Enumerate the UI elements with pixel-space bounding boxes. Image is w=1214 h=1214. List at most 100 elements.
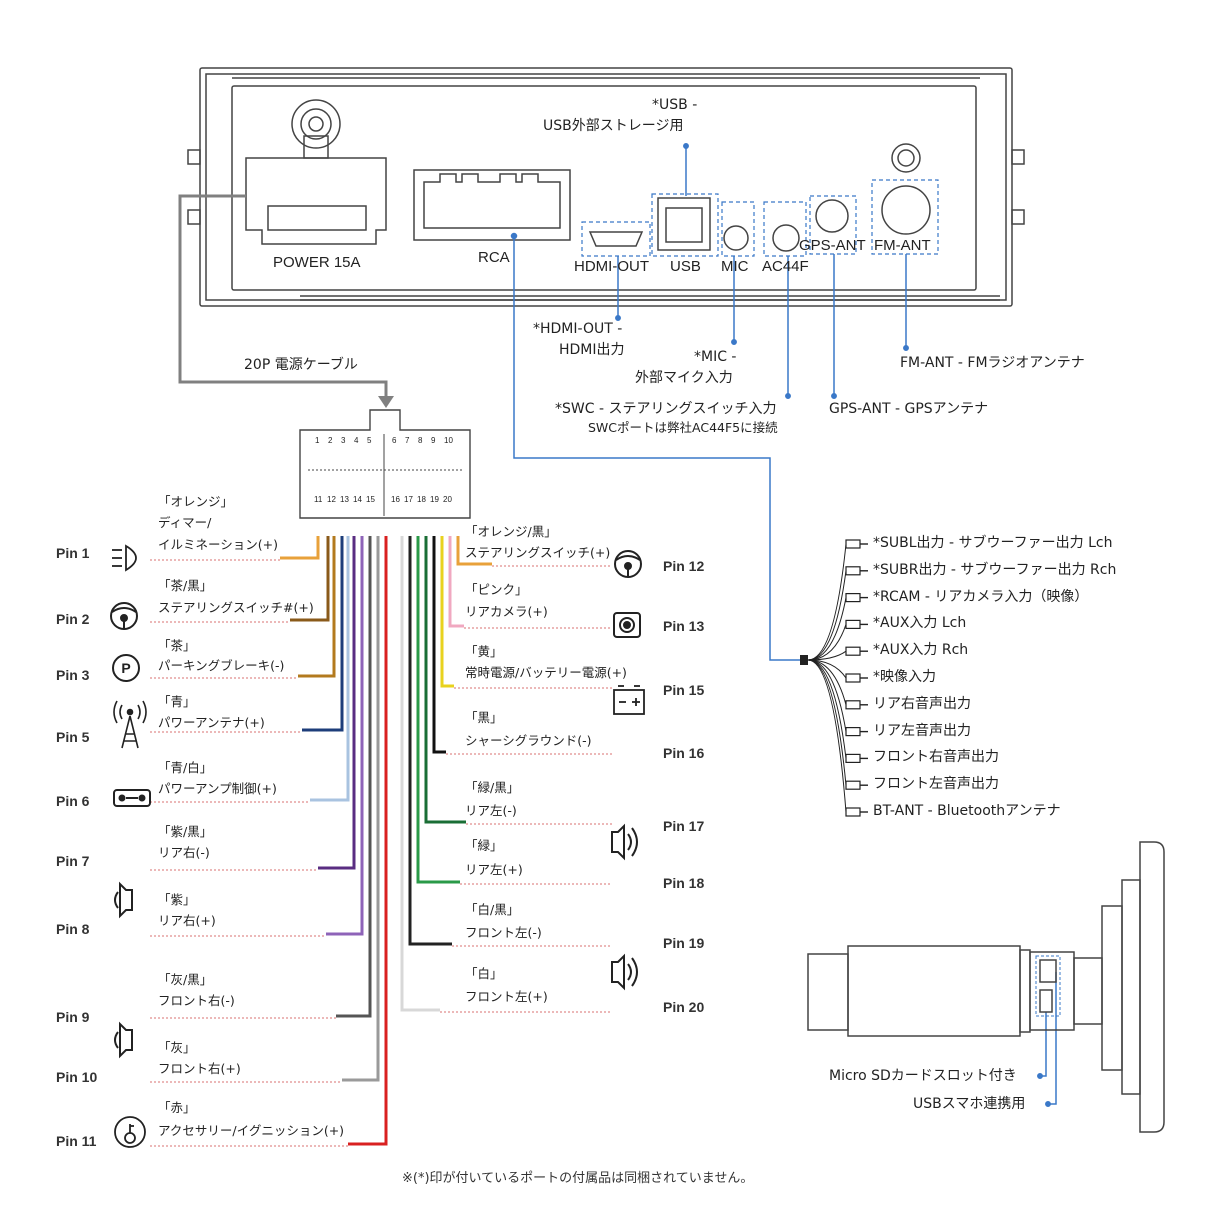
rca-lead: [807, 543, 847, 661]
wire-function-label: パーキングブレーキ(-): [158, 658, 285, 673]
steering-wheel-icon: [614, 550, 642, 578]
rca-output-label: BT-ANT - Bluetoothアンテナ: [873, 803, 1061, 819]
rca-lead: [807, 659, 847, 705]
wire-color-label: 「赤」: [158, 1100, 196, 1115]
wire-color-label: 「灰/黒」: [158, 972, 213, 987]
wire-function-label: フロント左(+): [465, 989, 548, 1004]
wire-function-label: フロント右(-): [158, 993, 235, 1008]
rca-plug: [845, 592, 861, 603]
antenna-icon: [113, 700, 147, 749]
rca-output-label: フロント右音声出力: [873, 749, 999, 766]
rca-plug: [845, 673, 861, 683]
pin-number: Pin 18: [663, 875, 705, 891]
pin-number: Pin 10: [56, 1069, 98, 1085]
rca-output-label: リア左音声出力: [873, 722, 971, 739]
rca-output-label: *AUX入力 Rch: [873, 642, 969, 659]
pin-number: Pin 7: [56, 853, 90, 869]
wire-color-label: 「紫/黒」: [158, 824, 213, 839]
connector-pin-19: 19: [430, 495, 439, 504]
wire-function-label: フロント右(+): [158, 1061, 241, 1076]
pin-number: Pin 8: [56, 921, 90, 937]
wire-color-label: 「ピンク」: [465, 582, 528, 597]
head-unit: [187, 67, 1025, 307]
port-highlight-boxes: [581, 179, 939, 257]
rca-output-label: フロント左音声出力: [873, 776, 999, 793]
port-label-usb: USB: [670, 258, 701, 275]
pin-number: Pin 6: [56, 793, 90, 809]
wire-function-label: イルミネーション(+): [158, 537, 278, 552]
rca-plug: [845, 700, 861, 710]
rca-plug: [845, 539, 861, 549]
ignition-key-icon: [114, 1116, 146, 1148]
connector-pin-11: 11: [314, 495, 323, 504]
rca-output-label: *SUBL出力 - サブウーファー出力 Lch: [873, 535, 1113, 551]
port-label-power: POWER 15A: [273, 254, 361, 271]
side-view: [807, 841, 1165, 1133]
wire-color-label: 「茶」: [158, 638, 196, 653]
pin-number: Pin 19: [663, 935, 705, 951]
wire-color-label: 「オレンジ/黒」: [465, 524, 557, 539]
connector-pin-4: 4: [354, 436, 359, 445]
callout-lines: [510, 143, 1057, 1107]
rca-output-label: *映像入力: [873, 669, 936, 685]
rca-lead: [807, 597, 847, 661]
connector-pin-1: 1: [315, 436, 320, 445]
pin-number: Pin 16: [663, 745, 705, 761]
pin-number: Pin 9: [56, 1009, 90, 1025]
wire-function-label: リアカメラ(+): [465, 604, 548, 619]
connector-pin-5: 5: [367, 436, 372, 445]
wire-pin-9: [336, 536, 372, 1018]
port-label-rca: RCA: [478, 249, 510, 266]
rca-lead: [807, 570, 847, 661]
rca-hub: [800, 655, 808, 665]
connector-pin-12: 12: [327, 495, 336, 504]
wire-color-label: 「黄」: [465, 644, 503, 659]
callout-swc-desc: SWCポートは弊社AC44F5に接続: [588, 420, 778, 435]
wire-color-label: 「紫」: [158, 892, 196, 907]
wire-color-label: 「黒」: [465, 710, 503, 725]
wire-function-label: ステアリングスイッチ#(+): [158, 600, 314, 615]
connector-pin-16: 16: [391, 495, 400, 504]
wire-pin-7: [318, 536, 356, 870]
wire-pin-17: [424, 536, 466, 824]
port-label-fm: FM-ANT: [874, 237, 931, 254]
pin-number: Pin 2: [56, 611, 90, 627]
wire-function-label: ディマー/: [158, 515, 212, 530]
connector-20p: [299, 409, 471, 519]
pin-number: Pin 20: [663, 999, 705, 1015]
connector-pin-9: 9: [431, 436, 436, 445]
rca-plug: [845, 726, 861, 737]
pin-number: Pin 17: [663, 818, 705, 834]
battery-icon: [613, 685, 645, 715]
side-view-sd-label: Micro SDカードスロット付き: [829, 1068, 1017, 1084]
rca-plug: [845, 566, 861, 576]
pin-number: Pin 3: [56, 667, 90, 683]
callout-hdmi-title: *HDMI-OUT -: [533, 321, 623, 337]
pin-number: Pin 15: [663, 682, 705, 698]
wire-pin-18: [416, 536, 460, 884]
pin-number: Pin 1: [56, 545, 90, 561]
connector-pin-13: 13: [340, 495, 349, 504]
port-label-gps: GPS-ANT: [799, 237, 866, 254]
rca-plug: [845, 780, 861, 790]
wire-color-label: 「青」: [158, 694, 196, 709]
pin-number: Pin 5: [56, 729, 90, 745]
wire-pin-3: [298, 536, 336, 678]
wire-function-label: パワーアンプ制御(+): [158, 781, 277, 796]
port-label-mic: MIC: [721, 258, 749, 275]
amplifier-icon: [113, 789, 151, 807]
wire-bundle: [150, 536, 612, 1147]
wire-function-label: シャーシグラウンド(-): [465, 733, 592, 748]
wire-color-label: 「茶/黒」: [158, 578, 213, 593]
wire-function-label: パワーアンテナ(+): [158, 715, 265, 730]
rca-lead: [807, 659, 847, 759]
wire-function-label: リア右(+): [158, 913, 216, 928]
rca-plug: [845, 807, 861, 817]
rca-lead: [807, 659, 847, 813]
wire-pin-12: [456, 536, 492, 566]
wire-pin-11: [348, 536, 388, 1146]
wire-function-label: アクセサリー/イグニッション(+): [158, 1123, 345, 1138]
callout-fm: FM-ANT - FMラジオアンテナ: [900, 355, 1085, 371]
connector-pin-14: 14: [353, 495, 362, 504]
wire-pin-2: [290, 536, 330, 622]
